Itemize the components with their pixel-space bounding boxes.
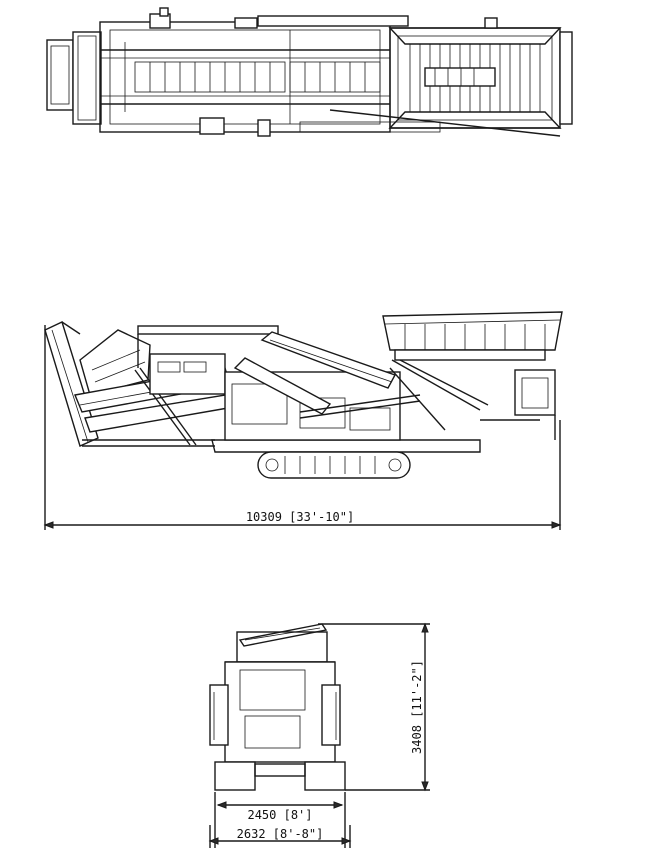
top-view: [46, 7, 573, 137]
overall-length-label: 10309 [33'-10"]: [246, 510, 354, 524]
overall-width-label: 2632 [8'-8"]: [237, 827, 324, 841]
end-view: [208, 622, 430, 848]
side-view: [43, 311, 563, 530]
height-label: 3408 [11'-2"]: [410, 660, 424, 754]
track-width-label: 2450 [8']: [247, 808, 312, 822]
